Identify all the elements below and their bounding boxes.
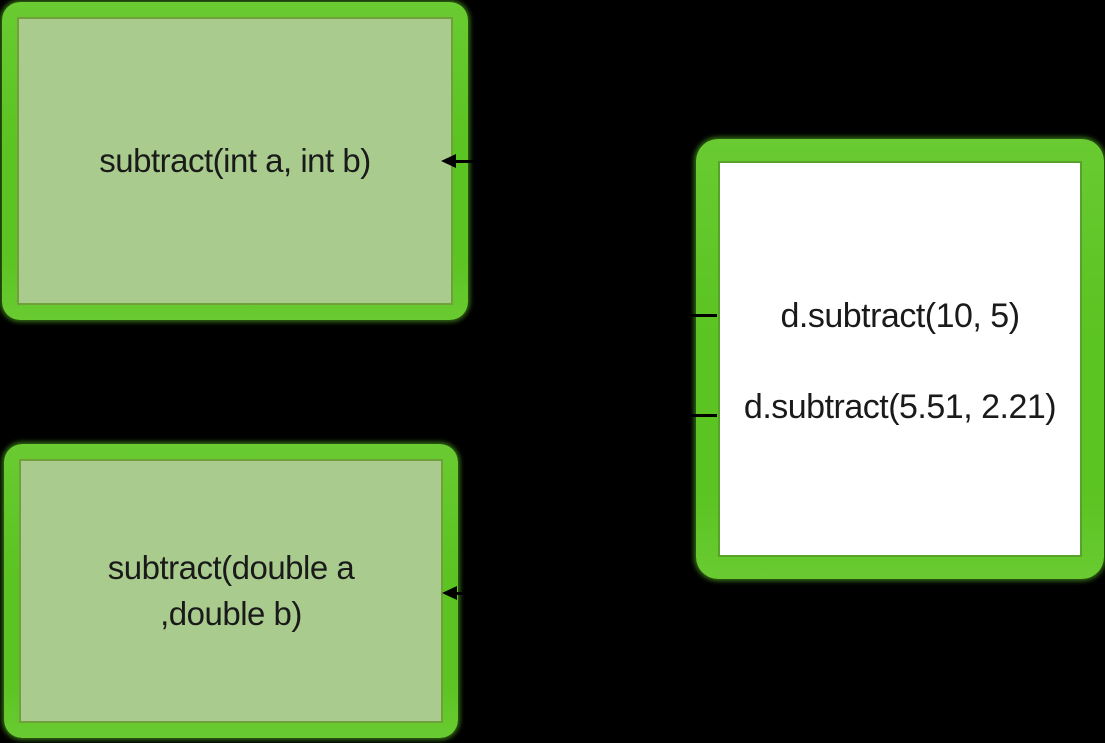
method-label-subtract-double-line1: subtract(double a <box>107 549 355 586</box>
connector-stub-bottom <box>689 414 717 417</box>
method-label-subtract-double: subtract(double a ,double b) <box>108 545 355 637</box>
arrowhead-left-icon <box>441 154 456 168</box>
method-box-subtract-double: subtract(double a ,double b) <box>4 444 458 738</box>
arrow-shaft <box>456 592 484 595</box>
method-box-subtract-int: subtract(int a, int b) <box>2 2 468 320</box>
method-label-subtract-int: subtract(int a, int b) <box>99 142 371 179</box>
call-box: d.subtract(10, 5) d.subtract(5.51, 2.21) <box>689 139 1104 579</box>
arrowhead-left-icon <box>442 586 457 600</box>
call-box-body <box>718 161 1082 557</box>
method-box-subtract-int-body: subtract(int a, int b) <box>17 17 453 305</box>
connector-stub-top <box>689 314 717 317</box>
arrow-shaft <box>455 160 483 163</box>
method-label-subtract-double-line2: ,double b) <box>160 595 302 632</box>
call-line-int: d.subtract(10, 5) <box>780 297 1020 335</box>
method-box-subtract-double-body: subtract(double a ,double b) <box>19 459 443 723</box>
call-line-double: d.subtract(5.51, 2.21) <box>743 388 1057 426</box>
